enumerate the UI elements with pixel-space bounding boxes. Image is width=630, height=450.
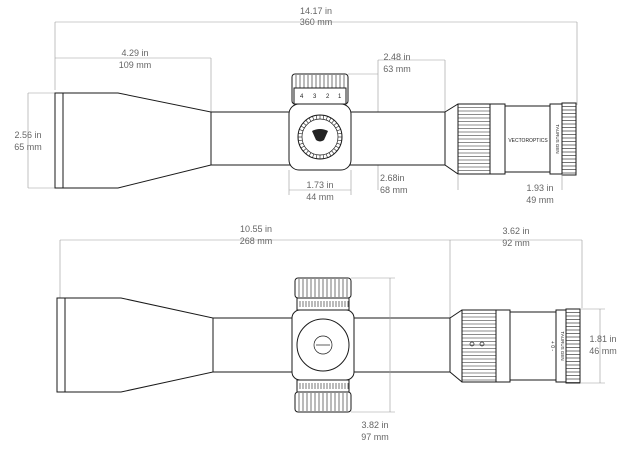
- objective-bell: [62, 92, 212, 189]
- cap-tick: [300, 125, 305, 129]
- cap-tick: [328, 117, 332, 122]
- turret-number-4: 4: [300, 94, 304, 100]
- cap-tick: [312, 116, 315, 121]
- cap-tick: [312, 153, 315, 158]
- eyepiece-end-knurl-bottom: [565, 308, 581, 384]
- cap-tick: [305, 119, 309, 124]
- eyepiece-end-knurl: [561, 102, 577, 176]
- cap-tick: [298, 132, 303, 135]
- objective-diameter-mm: 65 mm: [14, 142, 42, 152]
- cap-tick: [305, 150, 309, 155]
- rear-diameter-in: 1.81 in: [589, 334, 616, 344]
- ring-text-top: TAURUS GEN: [555, 124, 560, 153]
- eyepiece-length-in: 2.48 in: [383, 52, 410, 62]
- throw-lever-dot-1: [469, 341, 475, 347]
- cap-tick: [336, 129, 341, 132]
- turret-height-mm: 68 mm: [380, 185, 408, 195]
- objective-diameter-in: 2.56 in: [14, 130, 41, 140]
- cap-tick: [302, 148, 307, 152]
- vector-logo-icon: [312, 129, 328, 142]
- eyepiece-length-mm: 63 mm: [383, 64, 411, 74]
- rear-length-in: 3.62 in: [502, 226, 529, 236]
- cap-tick: [325, 153, 328, 158]
- eyepiece-diameter-mm: 49 mm: [526, 195, 554, 205]
- cap-tick: [315, 154, 318, 159]
- objective-bell-rim: [54, 92, 64, 189]
- objective-length-mm: 109 mm: [119, 60, 152, 70]
- cap-tick: [299, 129, 304, 132]
- cap-tick: [308, 117, 312, 122]
- cap-tick: [322, 154, 325, 159]
- turret-width-mm: 44 mm: [306, 192, 334, 202]
- cap-tick: [322, 115, 325, 120]
- cap-tick: [335, 145, 340, 149]
- cap-tick: [331, 150, 335, 155]
- bottom-length-in: 10.55 in: [240, 224, 272, 234]
- turret-height-in: 2.68in: [380, 173, 405, 183]
- turret-number-1: 1: [338, 94, 342, 100]
- brand-label-top: VECTOROPTICS: [508, 138, 548, 144]
- cap-tick: [299, 142, 304, 145]
- overall-length-mm: 360 mm: [300, 17, 333, 27]
- cap-tick: [308, 152, 312, 157]
- turret-number-2: 2: [326, 94, 330, 100]
- cap-tick: [335, 125, 340, 129]
- objective-bell-rim-bottom: [56, 297, 66, 393]
- turret-total-mm: 97 mm: [361, 432, 389, 442]
- bottom-length-mm: 268 mm: [240, 236, 273, 246]
- ring-text-bottom: TAURUS GEN: [560, 331, 565, 360]
- rear-length-mm: 92 mm: [502, 238, 530, 248]
- bottom-view: 10.55 in 268 mm 3.62 in 92 mm + 0 - TAUR…: [56, 224, 617, 442]
- turret-total-in: 3.82 in: [361, 420, 388, 430]
- cap-tick: [300, 145, 305, 149]
- turret-number-3: 3: [313, 94, 317, 100]
- cap-tick: [298, 139, 303, 142]
- throw-lever-dot-2: [479, 341, 485, 347]
- cap-tick: [333, 148, 338, 152]
- top-view: 14.17 in 360 mm 4.29 in 109 mm 2.48 in 6…: [14, 6, 578, 205]
- objective-length-in: 4.29 in: [121, 48, 148, 58]
- elevation-scale-band: [296, 297, 350, 311]
- cap-tick: [333, 122, 338, 126]
- side-focus-center: [313, 335, 333, 355]
- turret-width-in: 1.73 in: [306, 180, 333, 190]
- eyepiece-diameter-in: 1.93 in: [526, 183, 553, 193]
- eyepiece-bell-bottom: [509, 311, 557, 381]
- eyepiece-knurl-ring-bottom: [461, 309, 497, 383]
- windage-scale-band: [296, 379, 350, 393]
- cap-tick: [337, 139, 342, 142]
- cap-tick: [328, 152, 332, 157]
- rear-diameter-mm: 46 mm: [589, 346, 617, 356]
- cap-tick: [315, 115, 318, 120]
- cap-tick: [325, 116, 328, 121]
- cap-tick: [336, 142, 341, 145]
- overall-length-in: 14.17 in: [300, 6, 332, 16]
- objective-bell-bottom: [64, 297, 214, 393]
- cap-tick: [337, 132, 342, 135]
- cap-tick: [331, 119, 335, 124]
- cap-tick: [302, 122, 307, 126]
- side-marks: + 0 -: [549, 341, 555, 351]
